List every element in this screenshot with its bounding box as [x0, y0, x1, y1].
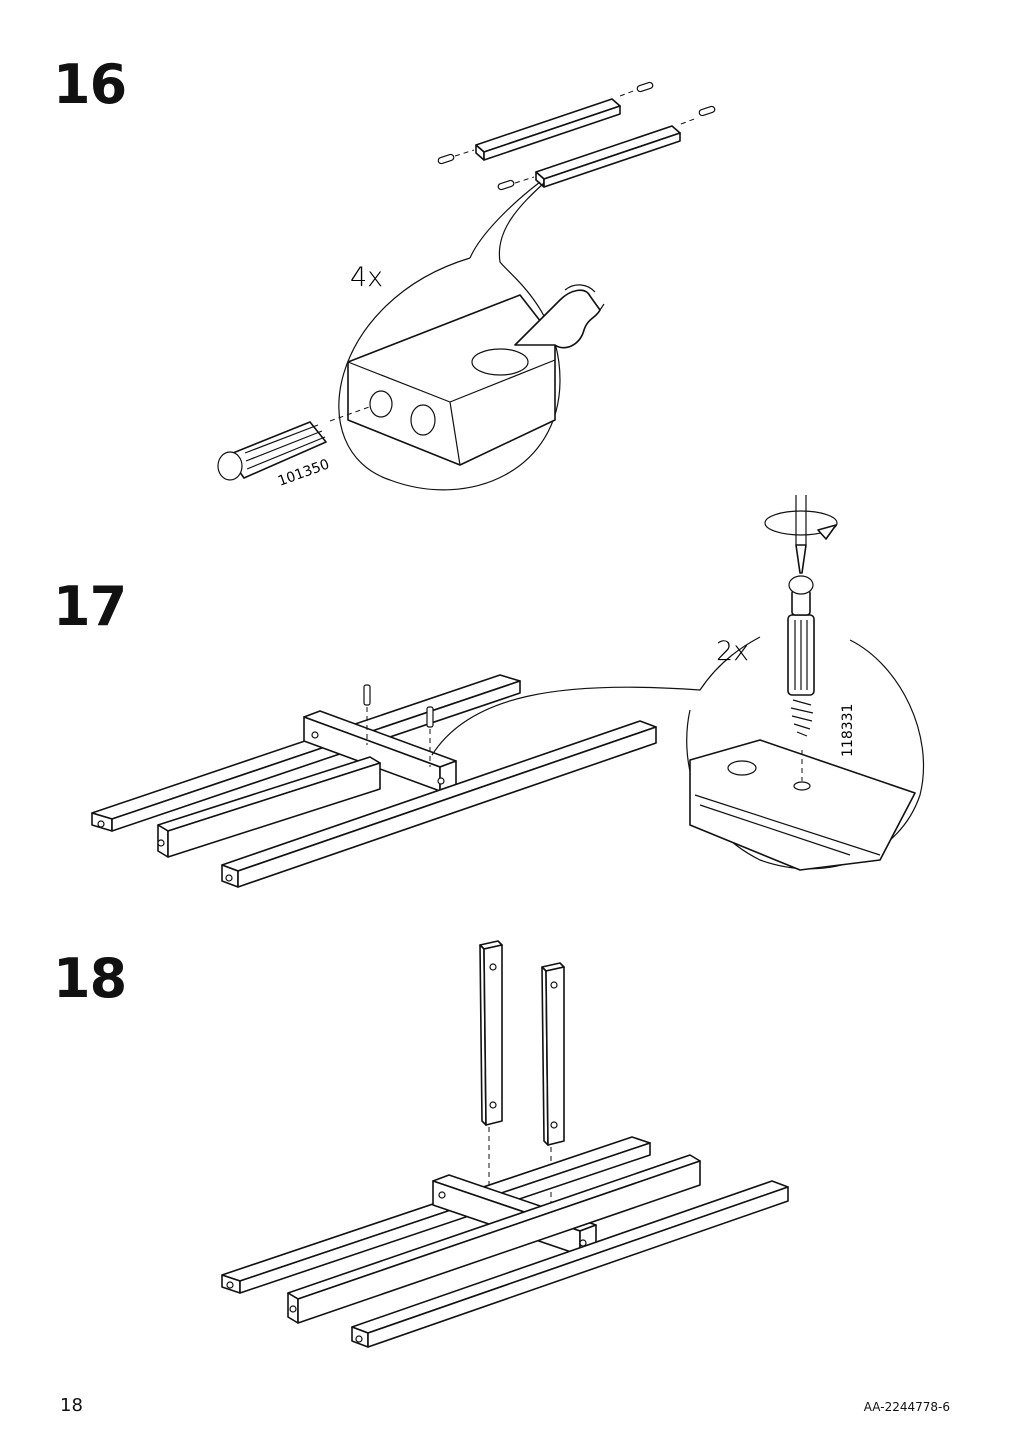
step-17-part-number: 118331 — [840, 704, 856, 757]
upright-post — [479, 940, 503, 1126]
step-17-number: 17 — [53, 575, 127, 638]
step-18-illustration — [221, 940, 789, 1348]
detail-callout — [431, 495, 925, 871]
step-16-quantity: 4x — [350, 262, 383, 293]
step-17-illustration: 2x 118331 — [91, 495, 925, 888]
rotate-clockwise-icon — [764, 510, 838, 540]
dowel-icon — [437, 81, 716, 191]
cam-bolt-118331-icon — [787, 575, 815, 737]
pointing-hand-icon — [514, 284, 605, 349]
dowel-101350-icon — [217, 421, 327, 481]
cam-bolt-icon — [363, 684, 434, 728]
document-id: AA-2244778-6 — [863, 1400, 950, 1414]
step-17-quantity: 2x — [716, 636, 749, 667]
page-number: 18 — [60, 1395, 83, 1416]
frame-assembly — [91, 674, 657, 888]
step-18-number: 18 — [53, 947, 127, 1010]
detail-callout — [217, 181, 605, 491]
step-16-illustration: 4x 101350 — [217, 81, 716, 491]
rail-pair — [475, 98, 681, 188]
step-16-part-number: 101350 — [276, 456, 332, 489]
screwdriver-icon — [795, 495, 807, 574]
upright-post — [541, 962, 565, 1146]
step-16-number: 16 — [53, 53, 127, 116]
frame-assembly — [221, 1136, 789, 1348]
